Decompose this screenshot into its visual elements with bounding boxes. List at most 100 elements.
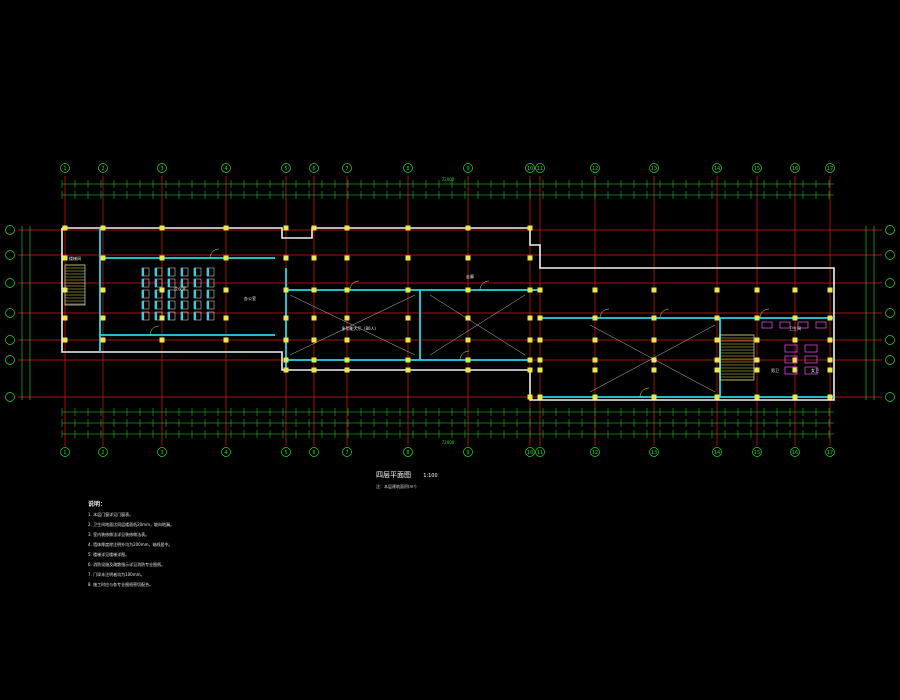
axis-bubble bbox=[403, 163, 413, 173]
axis-bubble bbox=[342, 447, 352, 457]
column bbox=[311, 287, 317, 293]
seat-back bbox=[181, 301, 183, 309]
axis-number: 17 bbox=[827, 450, 833, 456]
seat-back bbox=[207, 268, 209, 276]
seat-back bbox=[194, 312, 196, 320]
column bbox=[311, 225, 317, 231]
axis-bubble bbox=[790, 163, 800, 173]
axis-number: 15 bbox=[754, 166, 760, 172]
column bbox=[714, 394, 720, 400]
axis-number: 15 bbox=[754, 450, 760, 456]
seat-back bbox=[181, 312, 183, 320]
column bbox=[62, 337, 68, 343]
column bbox=[592, 315, 598, 321]
column bbox=[223, 255, 229, 261]
door-swing bbox=[759, 308, 770, 319]
toilet-fixture bbox=[804, 355, 818, 364]
column bbox=[344, 337, 350, 343]
column bbox=[651, 394, 657, 400]
toilet-fixture bbox=[815, 321, 827, 329]
axis-bubble bbox=[403, 447, 413, 457]
column bbox=[283, 367, 289, 373]
seat-back bbox=[194, 279, 196, 287]
column bbox=[714, 315, 720, 321]
column bbox=[465, 367, 471, 373]
axis-number: 2 bbox=[101, 166, 104, 172]
row-bubble bbox=[5, 392, 15, 402]
door-swing bbox=[639, 387, 650, 398]
axis-grid: 1122334455667788991010111112121313141415… bbox=[5, 163, 895, 457]
seat-back bbox=[142, 301, 144, 309]
seat-back bbox=[168, 301, 170, 309]
drawing-scale: 1:100 bbox=[423, 473, 438, 479]
seat-back bbox=[155, 290, 157, 298]
note-item: 1. 本层门窗详见门窗表。 bbox=[88, 512, 134, 517]
door-swing bbox=[479, 280, 490, 291]
axis-bubble bbox=[281, 163, 291, 173]
notes-block: 说明： 1. 本层门窗详见门窗表。 2. 卫生间地面比同层楼面低20mm，坡向地… bbox=[88, 500, 508, 590]
column bbox=[283, 337, 289, 343]
room-label: 楼梯间 bbox=[69, 255, 81, 261]
axis-number: 11 bbox=[537, 166, 543, 172]
axis-number: 4 bbox=[224, 166, 227, 172]
column bbox=[827, 287, 833, 293]
shaft-line bbox=[289, 294, 416, 356]
axis-number: 5 bbox=[284, 166, 287, 172]
axis-bubble bbox=[60, 447, 70, 457]
seat-back bbox=[207, 290, 209, 298]
axis-number: 6 bbox=[312, 450, 315, 456]
column bbox=[537, 357, 543, 363]
column bbox=[311, 315, 317, 321]
axis-bubble bbox=[525, 163, 535, 173]
door-swing bbox=[659, 308, 670, 319]
axis-number: 7 bbox=[345, 166, 348, 172]
column bbox=[592, 337, 598, 343]
walls bbox=[61, 225, 835, 401]
toilet-fixture bbox=[779, 321, 791, 329]
axis-number: 3 bbox=[160, 166, 163, 172]
column bbox=[100, 287, 106, 293]
note-item: 5. 楼梯详见楼梯详图。 bbox=[88, 552, 130, 557]
row-bubble bbox=[885, 335, 895, 345]
axis-number: 8 bbox=[406, 450, 409, 456]
column bbox=[159, 225, 165, 231]
row-bubble bbox=[5, 250, 15, 260]
column bbox=[651, 337, 657, 343]
axis-bubble bbox=[309, 447, 319, 457]
axis-number: 9 bbox=[466, 166, 469, 172]
column bbox=[651, 315, 657, 321]
column bbox=[527, 255, 533, 261]
column bbox=[537, 394, 543, 400]
axis-bubble bbox=[649, 447, 659, 457]
column bbox=[344, 255, 350, 261]
row-bubble bbox=[5, 278, 15, 288]
room-label: 卫生间 bbox=[789, 325, 801, 331]
door-swing bbox=[149, 325, 160, 336]
column bbox=[405, 357, 411, 363]
axis-bubble bbox=[221, 447, 231, 457]
drawing-title-text: 四层平面图 bbox=[376, 471, 411, 479]
seat-back bbox=[194, 301, 196, 309]
column bbox=[62, 255, 68, 261]
note-item: 2. 卫生间地面比同层楼面低20mm，坡向地漏。 bbox=[88, 522, 174, 527]
seat-back bbox=[207, 279, 209, 287]
column bbox=[754, 357, 760, 363]
seat-back bbox=[181, 268, 183, 276]
seat-back bbox=[142, 312, 144, 320]
seat-back bbox=[194, 290, 196, 298]
column bbox=[283, 357, 289, 363]
column bbox=[311, 255, 317, 261]
column bbox=[465, 225, 471, 231]
axis-bubble bbox=[535, 163, 545, 173]
column bbox=[792, 315, 798, 321]
column bbox=[527, 287, 533, 293]
column bbox=[527, 225, 533, 231]
column bbox=[283, 315, 289, 321]
column bbox=[159, 337, 165, 343]
column bbox=[465, 357, 471, 363]
seat-back bbox=[194, 268, 196, 276]
toilet-fixture bbox=[784, 344, 798, 353]
column bbox=[311, 337, 317, 343]
axis-bubble bbox=[825, 163, 835, 173]
